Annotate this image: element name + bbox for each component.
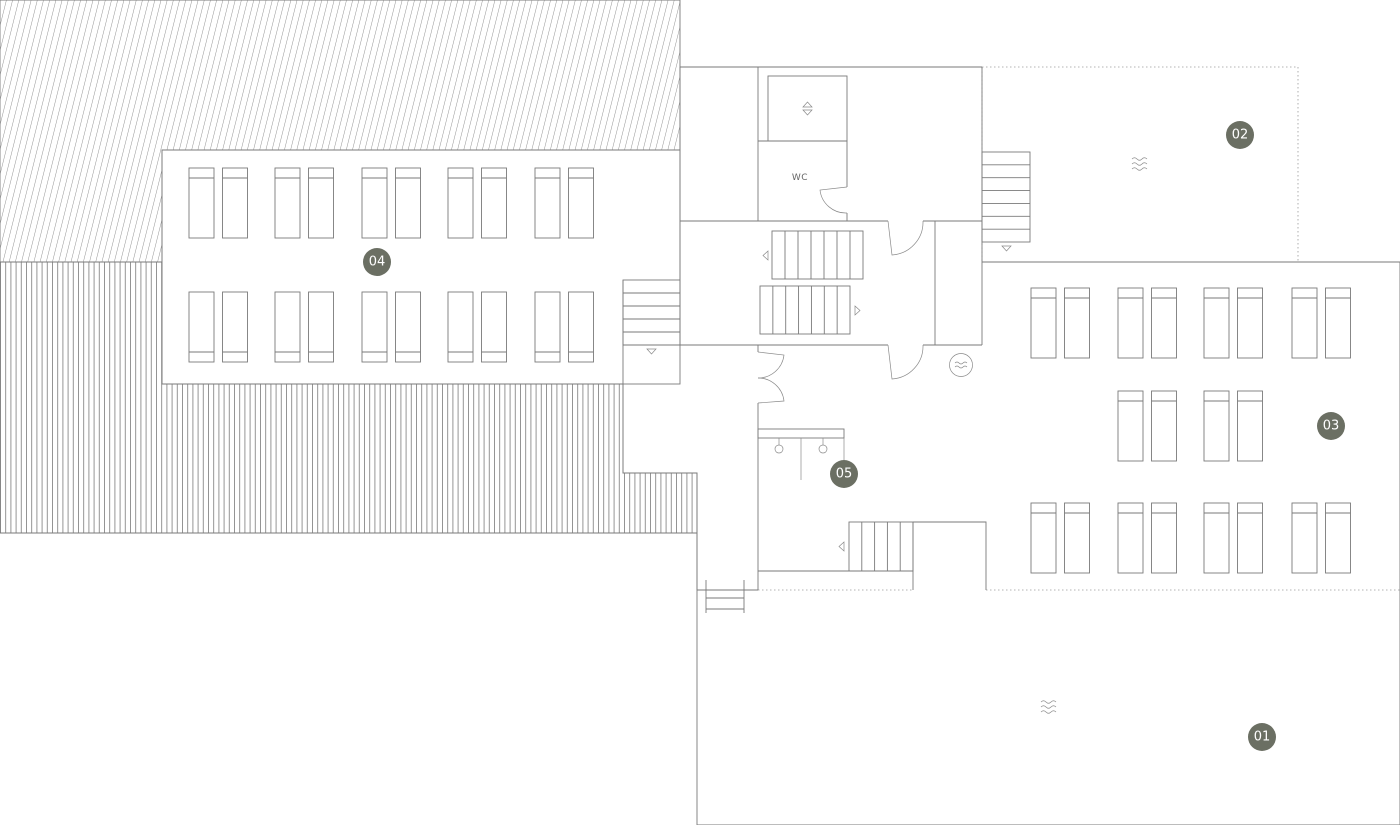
room-01 (696, 533, 1400, 825)
direction-arrow-icon (646, 245, 1012, 552)
marker-circle (1317, 412, 1345, 440)
marker-label: 05 (836, 467, 853, 482)
bed (1291, 502, 1318, 574)
bed (361, 291, 388, 363)
bed (1237, 287, 1263, 359)
room-marker-01[interactable]: 01 (1248, 723, 1276, 751)
bed (1151, 390, 1177, 462)
bed (395, 291, 421, 363)
elevator-icon (802, 101, 813, 116)
bed (1064, 502, 1090, 574)
bed (361, 167, 388, 239)
water-icon (1040, 700, 1057, 714)
marker-label: 04 (369, 255, 386, 270)
staircase (981, 151, 1031, 243)
bed (274, 291, 301, 363)
marker-circle (1248, 723, 1276, 751)
staircase (759, 285, 851, 335)
room-marker-02[interactable]: 02 (1226, 121, 1254, 149)
marker-label: 03 (1323, 419, 1340, 434)
staircase (771, 230, 864, 280)
bed (481, 291, 507, 363)
bed (1117, 502, 1144, 574)
bed (1117, 390, 1144, 462)
room-03 (982, 261, 1400, 590)
bed (188, 167, 215, 239)
bed (308, 167, 334, 239)
staircase (848, 521, 914, 572)
bed (1237, 390, 1263, 462)
marker-label: 01 (1254, 730, 1271, 745)
marker-circle (363, 248, 391, 276)
room-marker-04[interactable]: 04 (363, 248, 391, 276)
bed (1030, 287, 1057, 359)
marker-circle (830, 460, 858, 488)
bed (222, 167, 248, 239)
bed (1117, 287, 1144, 359)
bed (447, 291, 474, 363)
bed (1291, 287, 1318, 359)
bed (481, 167, 507, 239)
bed (534, 167, 561, 239)
bed (1325, 502, 1351, 574)
vertical-hatch-area (0, 261, 698, 534)
bed (274, 167, 301, 239)
bed (188, 291, 215, 363)
elevator (758, 75, 848, 221)
room-marker-03[interactable]: 03 (1317, 412, 1345, 440)
door-swing-icon (757, 186, 924, 404)
bed (1203, 287, 1230, 359)
bed (1203, 390, 1230, 462)
water-icon (1131, 157, 1148, 171)
bed (1151, 502, 1177, 574)
bed (395, 167, 421, 239)
stairs (622, 151, 1031, 613)
room-04 (161, 149, 681, 385)
water-icon (949, 353, 973, 377)
wc-label: WC (792, 173, 808, 183)
marker-circle (1226, 121, 1254, 149)
bed (568, 167, 594, 239)
beds-room-03 (1030, 287, 1351, 574)
beds-room-04 (188, 167, 594, 363)
washbasin-fixtures (757, 428, 845, 480)
staircase (622, 279, 681, 346)
bed (308, 291, 334, 363)
diagonal-hatch-area (0, 0, 681, 263)
bed (1151, 287, 1177, 359)
bed (1030, 502, 1057, 574)
marker-label: 02 (1232, 128, 1249, 143)
exterior-steps (705, 580, 745, 613)
bed (1064, 287, 1090, 359)
room-marker-05[interactable]: 05 (830, 460, 858, 488)
bed (1237, 502, 1263, 574)
bed (568, 291, 594, 363)
bed (1325, 287, 1351, 359)
bed (534, 291, 561, 363)
bed (222, 291, 248, 363)
bed (447, 167, 474, 239)
bed (1203, 502, 1230, 574)
